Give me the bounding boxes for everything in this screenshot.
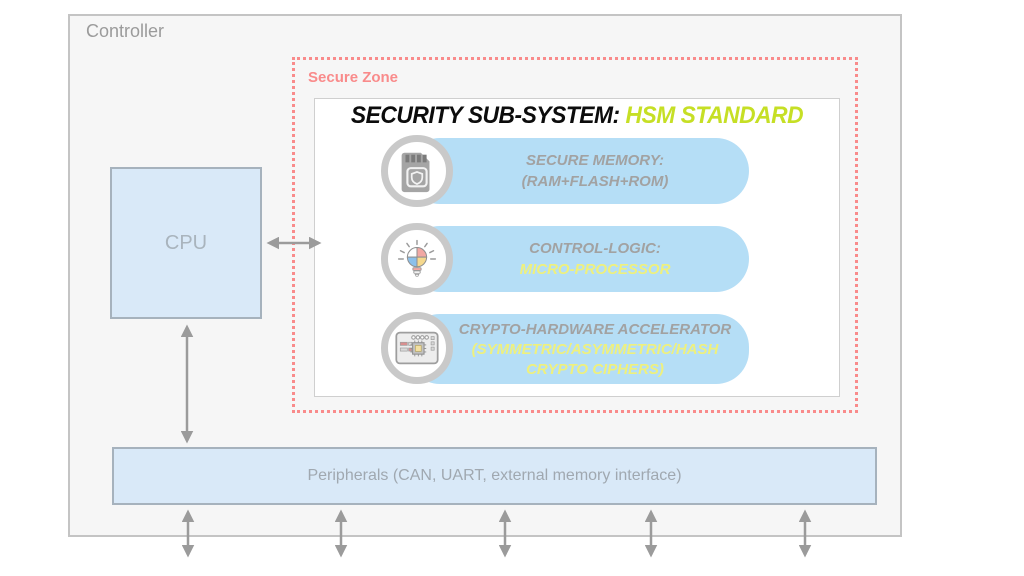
lightbulb-puzzle-glyph [397, 239, 437, 277]
cpu-label: CPU [164, 231, 208, 254]
security-subsystem-box: SECURITY SUB-SYSTEM: HSM STANDARD SECURE… [314, 98, 840, 397]
secure-memory-pill: SECURE MEMORY: (RAM+FLASH+ROM) [407, 138, 749, 204]
cpu-box: CPU [110, 167, 262, 319]
subsystem-title: SECURITY SUB-SYSTEM: HSM STANDARD [328, 102, 826, 130]
secure-zone-box: Secure Zone SECURITY SUB-SYSTEM: HSM STA… [292, 57, 858, 413]
sd-card-shield-glyph [401, 152, 430, 193]
crypto-accelerator-title: CRYPTO-HARDWARE ACCELERATOR [458, 320, 732, 338]
sd-card-shield-icon [381, 135, 453, 207]
subsystem-title-highlight: HSM STANDARD [625, 102, 804, 129]
control-logic-title: CONTROL-LOGIC: [529, 240, 661, 258]
secure-memory-subtitle: (RAM+FLASH+ROM) [521, 173, 669, 191]
control-logic-pill: CONTROL-LOGIC: MICRO-PROCESSOR [407, 226, 749, 292]
crypto-accelerator-pill: CRYPTO-HARDWARE ACCELERATOR (SYMMETRIC/A… [407, 314, 749, 384]
circuit-board-icon [381, 312, 453, 384]
circuit-board-glyph [395, 331, 439, 365]
subsystem-title-text: SECURITY SUB-SYSTEM: [350, 102, 620, 129]
control-logic-subtitle: MICRO-PROCESSOR [519, 261, 671, 279]
secure-memory-title: SECURE MEMORY: [525, 152, 665, 170]
peripherals-label: Peripherals (CAN, UART, external memory … [307, 467, 682, 484]
controller-label: Controller [86, 21, 165, 41]
secure-zone-label: Secure Zone [308, 69, 399, 86]
lightbulb-puzzle-icon [381, 223, 453, 295]
crypto-accelerator-subtitle: (SYMMETRIC/ASYMMETRIC/HASH CRYPTO CIPHER… [471, 341, 719, 378]
peripherals-box: Peripherals (CAN, UART, external memory … [112, 447, 877, 505]
